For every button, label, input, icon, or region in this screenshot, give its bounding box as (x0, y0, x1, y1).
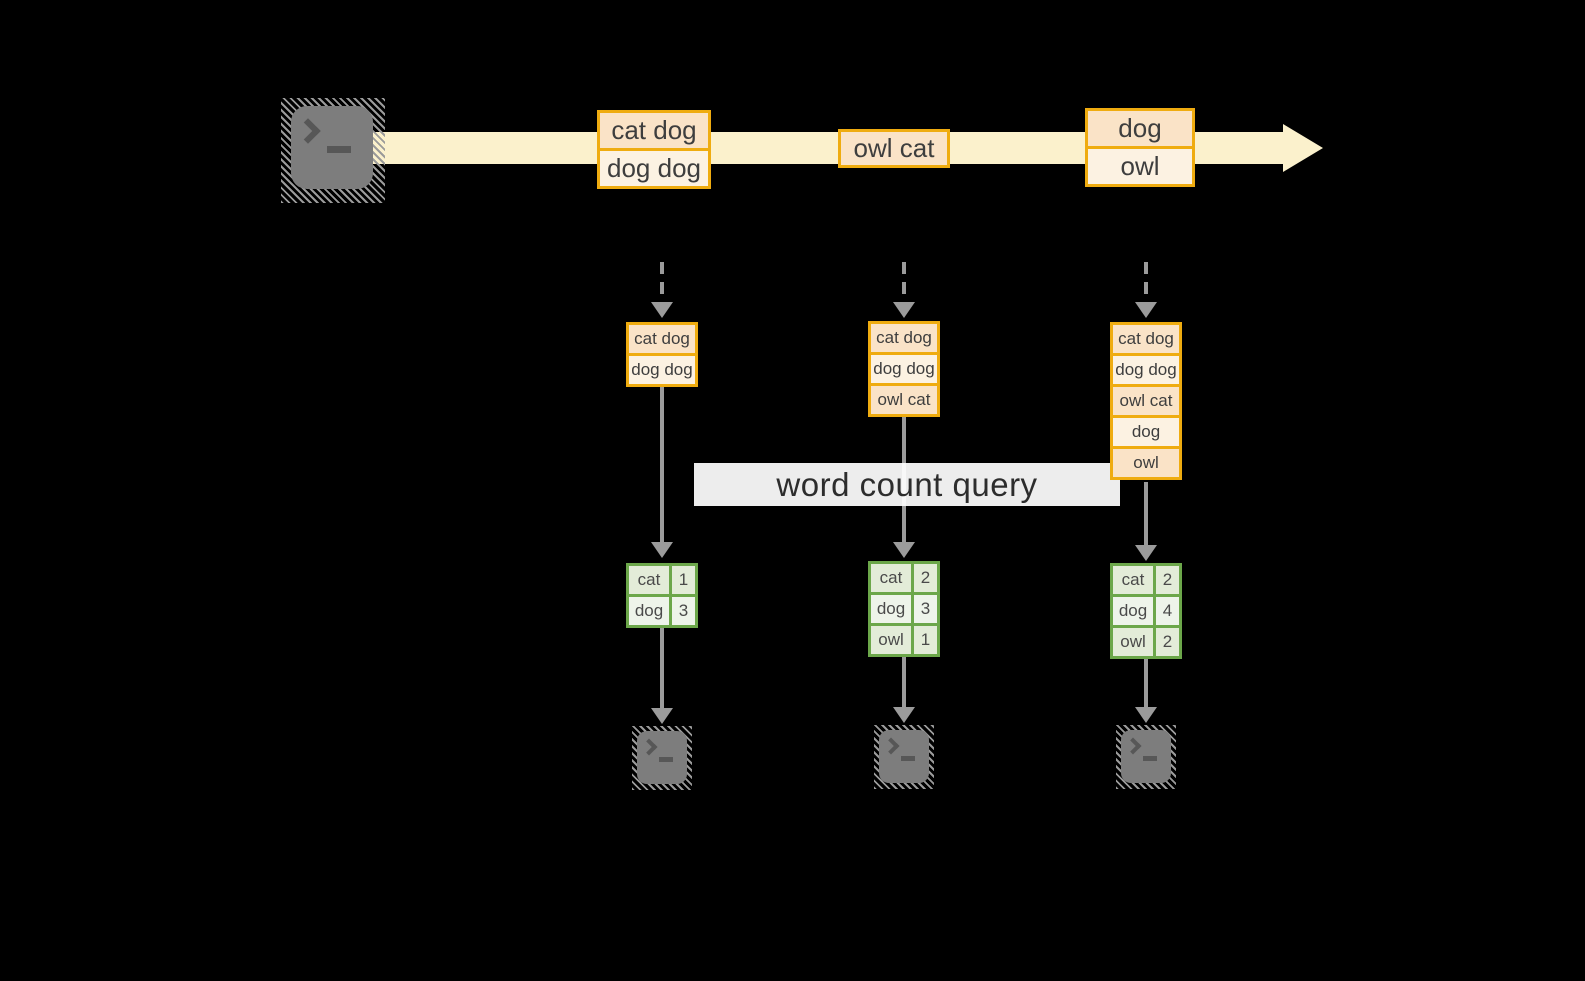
stream-batch-2: owl cat (838, 129, 950, 168)
batch-to-state-arrow-1 (651, 262, 673, 318)
word-cell: cat (871, 564, 911, 592)
state-to-result-arrow-1 (651, 386, 673, 558)
prompt-chevron-icon (640, 738, 658, 756)
stream-record: owl (1088, 146, 1192, 184)
arrow-line (1144, 659, 1148, 709)
sink-terminal-icon-2 (874, 725, 934, 789)
arrow-head (651, 708, 673, 724)
arrow-head (1135, 545, 1157, 561)
state-record: cat dog (1113, 325, 1179, 353)
state-record: dog dog (1113, 353, 1179, 384)
count-cell: 3 (672, 597, 695, 625)
state-record: dog dog (871, 352, 937, 383)
stream-timeline-arrowhead (1283, 124, 1323, 172)
result-to-sink-arrow-2 (893, 657, 915, 723)
sink-terminal-icon-3 (1116, 725, 1176, 789)
count-cell: 2 (1156, 566, 1179, 594)
accumulated-records-3: cat dog dog dog owl cat dog owl (1110, 322, 1182, 480)
count-cell: 1 (672, 566, 695, 594)
stream-batch-1: cat dog dog dog (597, 110, 711, 189)
arrow-line (660, 386, 664, 544)
word-count-query-label: word count query (694, 463, 1120, 506)
state-record: dog dog (629, 353, 695, 384)
stream-record: cat dog (600, 113, 708, 148)
state-record: owl cat (871, 383, 937, 414)
state-record: cat dog (871, 324, 937, 352)
prompt-underscore-icon (659, 757, 673, 762)
terminal-icon-body (1121, 730, 1171, 783)
word-cell: cat (629, 566, 669, 594)
arrow-line (1144, 262, 1148, 302)
word-cell: cat (1113, 566, 1153, 594)
stream-record: dog (1088, 111, 1192, 146)
state-record: owl (1113, 446, 1179, 477)
terminal-icon-body (879, 730, 929, 783)
count-cell: 1 (914, 626, 937, 654)
arrow-head (1135, 302, 1157, 318)
state-to-result-arrow-3 (1135, 482, 1157, 561)
prompt-underscore-icon (901, 756, 915, 761)
accumulated-records-2: cat dog dog dog owl cat (868, 321, 940, 417)
word-cell: owl (871, 626, 911, 654)
prompt-underscore-icon (1143, 756, 1157, 761)
arrow-head (893, 542, 915, 558)
arrow-head (1135, 707, 1157, 723)
word-count-table-2: cat 2 dog 3 owl 1 (868, 561, 940, 657)
word-cell: owl (1113, 628, 1153, 656)
result-to-sink-arrow-3 (1135, 659, 1157, 723)
arrow-line (660, 262, 664, 302)
prompt-chevron-icon (1124, 737, 1142, 755)
arrow-line (902, 657, 906, 709)
source-terminal-icon (281, 98, 385, 203)
arrow-head (651, 302, 673, 318)
result-to-sink-arrow-1 (651, 628, 673, 724)
count-cell: 2 (1156, 628, 1179, 656)
batch-to-state-arrow-2 (893, 262, 915, 318)
arrow-head (893, 707, 915, 723)
arrow-line (660, 628, 664, 710)
sink-terminal-icon-1 (632, 726, 692, 790)
arrow-line (902, 262, 906, 302)
prompt-chevron-icon (295, 118, 321, 144)
prompt-chevron-icon (882, 737, 900, 755)
count-cell: 4 (1156, 597, 1179, 625)
word-count-table-1: cat 1 dog 3 (626, 563, 698, 628)
stream-record: dog dog (600, 148, 708, 186)
terminal-icon-body (291, 106, 373, 189)
prompt-underscore-icon (327, 146, 351, 153)
state-record: cat dog (629, 325, 695, 353)
word-cell: dog (871, 595, 911, 623)
stream-record: owl cat (841, 132, 947, 165)
arrow-line (1144, 482, 1148, 547)
word-count-table-3: cat 2 dog 4 owl 2 (1110, 563, 1182, 659)
state-record: owl cat (1113, 384, 1179, 415)
count-cell: 2 (914, 564, 937, 592)
word-cell: dog (629, 597, 669, 625)
batch-to-state-arrow-3 (1135, 262, 1157, 318)
word-cell: dog (1113, 597, 1153, 625)
arrow-head (651, 542, 673, 558)
terminal-icon-body (637, 731, 687, 784)
accumulated-records-1: cat dog dog dog (626, 322, 698, 387)
stream-batch-3: dog owl (1085, 108, 1195, 187)
state-record: dog (1113, 415, 1179, 446)
arrow-head (893, 302, 915, 318)
count-cell: 3 (914, 595, 937, 623)
